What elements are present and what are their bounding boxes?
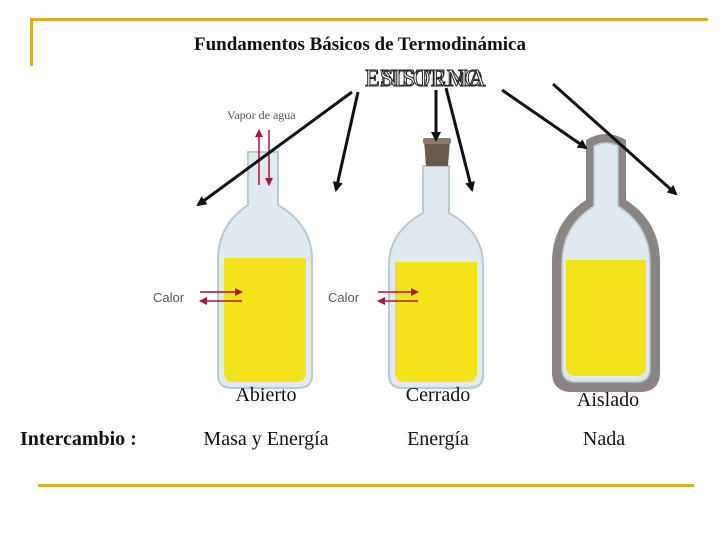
frame-bottom-rule — [38, 484, 694, 487]
vapor-label: Vapor de agua — [227, 108, 296, 122]
isolated-bottle-liquid — [566, 260, 646, 376]
system-closed-exchange: Energía — [407, 428, 469, 450]
pointer-arrows — [196, 82, 678, 207]
vapor-arrows — [255, 129, 273, 186]
exchange-label: Intercambio : — [20, 428, 137, 450]
page-title: Fundamentos Básicos de Termodinámica — [193, 34, 526, 55]
system-label: SISTEMA — [379, 66, 487, 93]
open-bottle — [217, 151, 313, 389]
isolated-bottle — [552, 134, 660, 392]
system-open-name: Abierto — [235, 384, 297, 406]
frame-left-rule — [30, 18, 33, 66]
system-isolated-name: Aislado — [576, 389, 640, 411]
closed-bottle-liquid — [395, 262, 477, 382]
heat-label-left: Calor — [153, 290, 185, 305]
heat-arrows-closed — [377, 288, 419, 305]
system-open-exchange: Masa y Energía — [203, 428, 329, 450]
system-isolated-exchange: Nada — [582, 428, 626, 450]
closed-bottle-cork — [424, 140, 450, 166]
closed-bottle — [388, 138, 484, 389]
heat-arrows-open — [199, 288, 243, 305]
system-closed-name: Cerrado — [405, 384, 471, 406]
open-bottle-liquid — [224, 258, 306, 382]
heat-label-right: Calor — [328, 290, 360, 305]
environment-label: ENTORNO — [365, 66, 483, 93]
frame-top-rule — [30, 18, 708, 21]
